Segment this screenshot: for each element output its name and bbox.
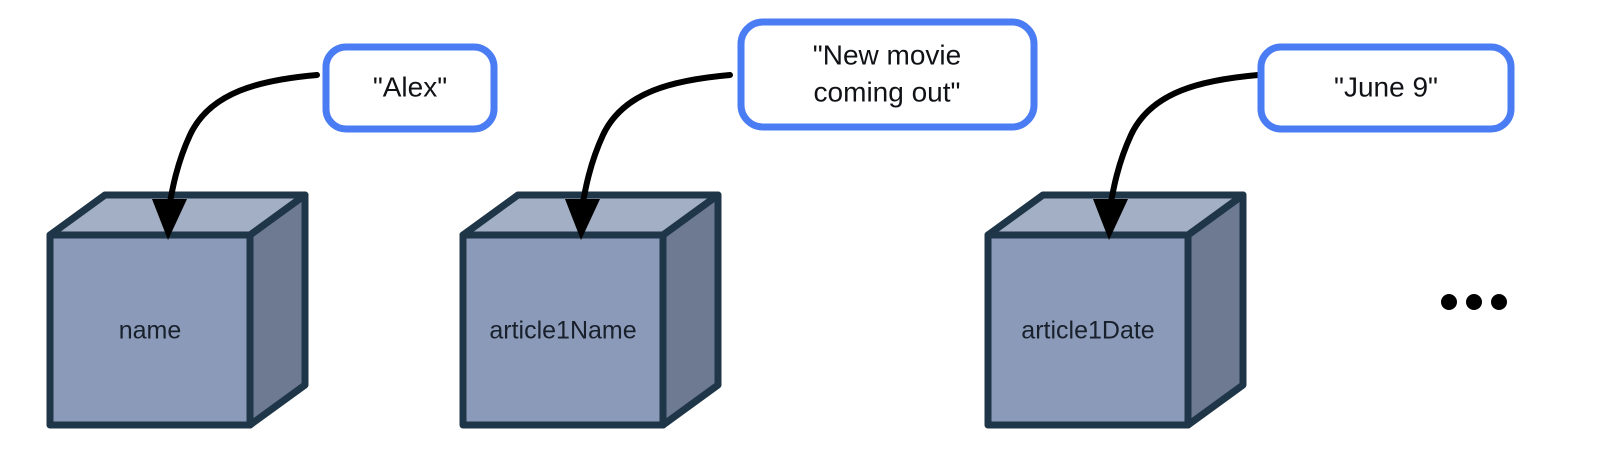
callout-line: "New movie [813,39,961,70]
arrow-alex-to-name [152,72,320,240]
ellipsis-dot [1466,294,1482,310]
callout-new-movie-coming-out[interactable]: "New movie coming out" [737,18,1038,131]
cube-label: article1Name [489,317,636,345]
cube-article1date[interactable]: article1Date [984,191,1247,429]
callout-box [737,18,1038,131]
callout-line: "Alex" [373,71,447,102]
cube-label: name [119,317,182,345]
callout-alex[interactable]: "Alex" [322,43,498,133]
cube-front-face [459,231,667,429]
arrowhead [152,199,187,240]
callout-box [322,43,498,133]
callout-line: "June 9" [1334,71,1438,102]
callout-box [1257,43,1515,133]
arrowhead [565,199,600,240]
callout-line: coming out" [814,76,961,107]
arrow-curve [579,72,733,211]
cube-label: article1Date [1021,317,1154,345]
ellipsis-dot [1441,294,1457,310]
arrow-curve [1107,72,1261,211]
callout-june-9[interactable]: "June 9" [1257,43,1515,133]
ellipsis-dot [1491,294,1507,310]
arrow-curve [166,72,320,211]
cube-front-face [46,231,254,429]
ellipsis-icon [1441,294,1507,310]
cube-name[interactable]: name [46,191,309,429]
arrow-newmovie-to-article1name [565,72,733,240]
cube-article1name[interactable]: article1Name [459,191,722,429]
arrowhead [1093,199,1128,240]
cube-front-face [984,231,1192,429]
arrow-june9-to-article1date [1093,72,1261,240]
